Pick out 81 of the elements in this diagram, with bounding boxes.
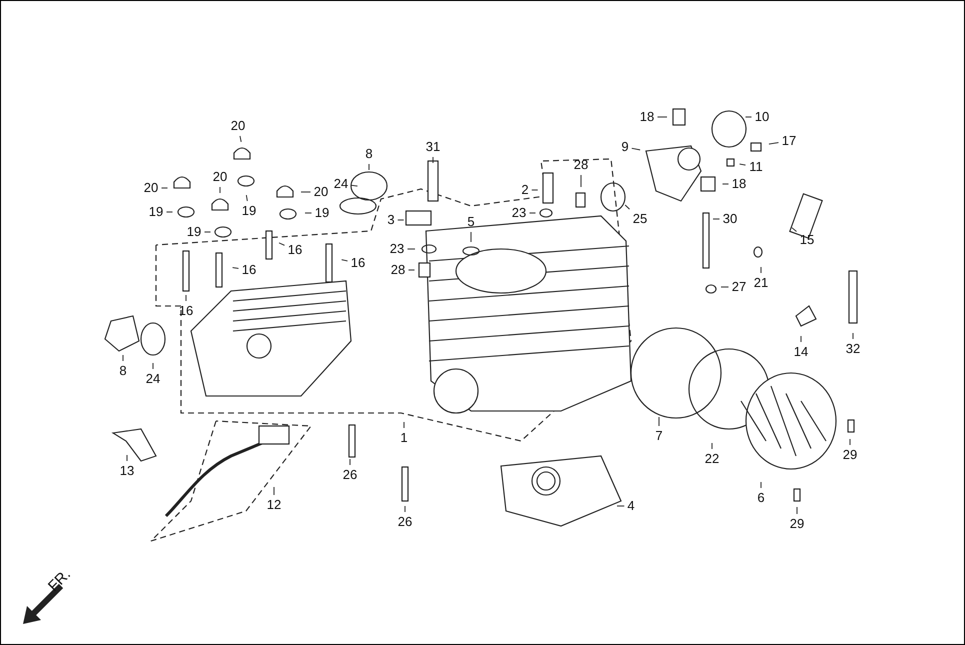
leader-line <box>745 116 752 118</box>
leader-line <box>800 336 802 342</box>
callout-number: 29 <box>788 516 806 532</box>
callout-number: 2 <box>520 182 530 198</box>
callout-number: 13 <box>118 463 136 479</box>
leader-line <box>470 232 472 242</box>
callout-number: 14 <box>792 344 810 360</box>
callout-number: 16 <box>178 303 194 319</box>
leader-line <box>126 454 128 462</box>
leader-line <box>739 164 746 166</box>
callout-number: 6 <box>756 490 766 506</box>
leader-line <box>720 286 729 288</box>
callout-number: 22 <box>704 451 720 467</box>
callout-number: 31 <box>424 139 442 155</box>
leader-line <box>351 184 358 186</box>
callout-number: 11 <box>748 159 764 175</box>
leader-line <box>529 212 536 214</box>
leader-line <box>760 482 762 488</box>
callout-number: 1 <box>399 430 409 446</box>
leader-line <box>240 136 242 142</box>
callout-number: 29 <box>842 447 858 463</box>
leader-line <box>368 164 370 170</box>
leader-line <box>341 259 348 262</box>
callout-number: 16 <box>350 255 366 271</box>
callout-number: 7 <box>654 428 664 444</box>
callout-number: 4 <box>626 498 636 514</box>
callout-number: 23 <box>510 205 528 221</box>
callout-number: 21 <box>752 275 770 291</box>
callout-number: 5 <box>466 214 476 230</box>
leader-line <box>624 204 630 210</box>
leader-line <box>404 506 406 512</box>
leader-line <box>657 116 668 118</box>
callout-number: 24 <box>332 176 350 192</box>
callout-number: 20 <box>312 184 330 200</box>
leader-line <box>852 332 854 340</box>
callout-number: 8 <box>364 146 374 162</box>
leader-line <box>232 267 239 269</box>
leader-line <box>407 248 416 250</box>
callout-number: 12 <box>266 497 282 513</box>
callout-number: 15 <box>798 232 816 248</box>
callout-number: 28 <box>572 157 590 173</box>
callout-number: 27 <box>730 279 748 295</box>
leader-line <box>432 156 434 164</box>
direction-label: FR. <box>44 566 74 595</box>
callout-number: 19 <box>186 224 202 240</box>
callout-number: 19 <box>148 204 164 220</box>
callout-number: 28 <box>390 262 406 278</box>
callout-number: 3 <box>386 212 396 228</box>
callout-number: 24 <box>144 371 162 387</box>
leader-line <box>760 266 762 274</box>
callout-number: 20 <box>230 118 246 134</box>
callout-number: 17 <box>780 133 798 149</box>
callout-number: 18 <box>638 109 656 125</box>
callout-number: 20 <box>212 169 228 185</box>
leader-line <box>658 416 660 426</box>
leader-line <box>768 142 779 145</box>
callout-number: 32 <box>844 341 862 357</box>
callout-number: 19 <box>314 205 330 221</box>
callout-number: 26 <box>396 514 414 530</box>
callout-number: 20 <box>142 180 160 196</box>
leader-line <box>246 194 248 202</box>
callout-number: 19 <box>240 203 258 219</box>
leader-line <box>278 242 285 246</box>
callout-number: 30 <box>722 211 738 227</box>
callout-number: 26 <box>342 467 358 483</box>
callout-number: 18 <box>730 176 748 192</box>
leader-line <box>304 212 312 214</box>
leader-line <box>152 362 154 370</box>
callout-number: 16 <box>240 262 258 278</box>
callout-number: 9 <box>620 139 630 155</box>
callout-number: 16 <box>286 242 304 258</box>
leader-line <box>712 218 720 220</box>
callout-number: 10 <box>754 109 770 125</box>
leader-line <box>122 354 124 362</box>
callout-number: 25 <box>632 211 648 227</box>
leader-line <box>580 174 582 188</box>
leader-line <box>791 227 797 232</box>
leader-line <box>796 506 798 514</box>
callout-number: 8 <box>118 363 128 379</box>
leader-line <box>631 148 641 150</box>
callout-number: 23 <box>388 241 406 257</box>
